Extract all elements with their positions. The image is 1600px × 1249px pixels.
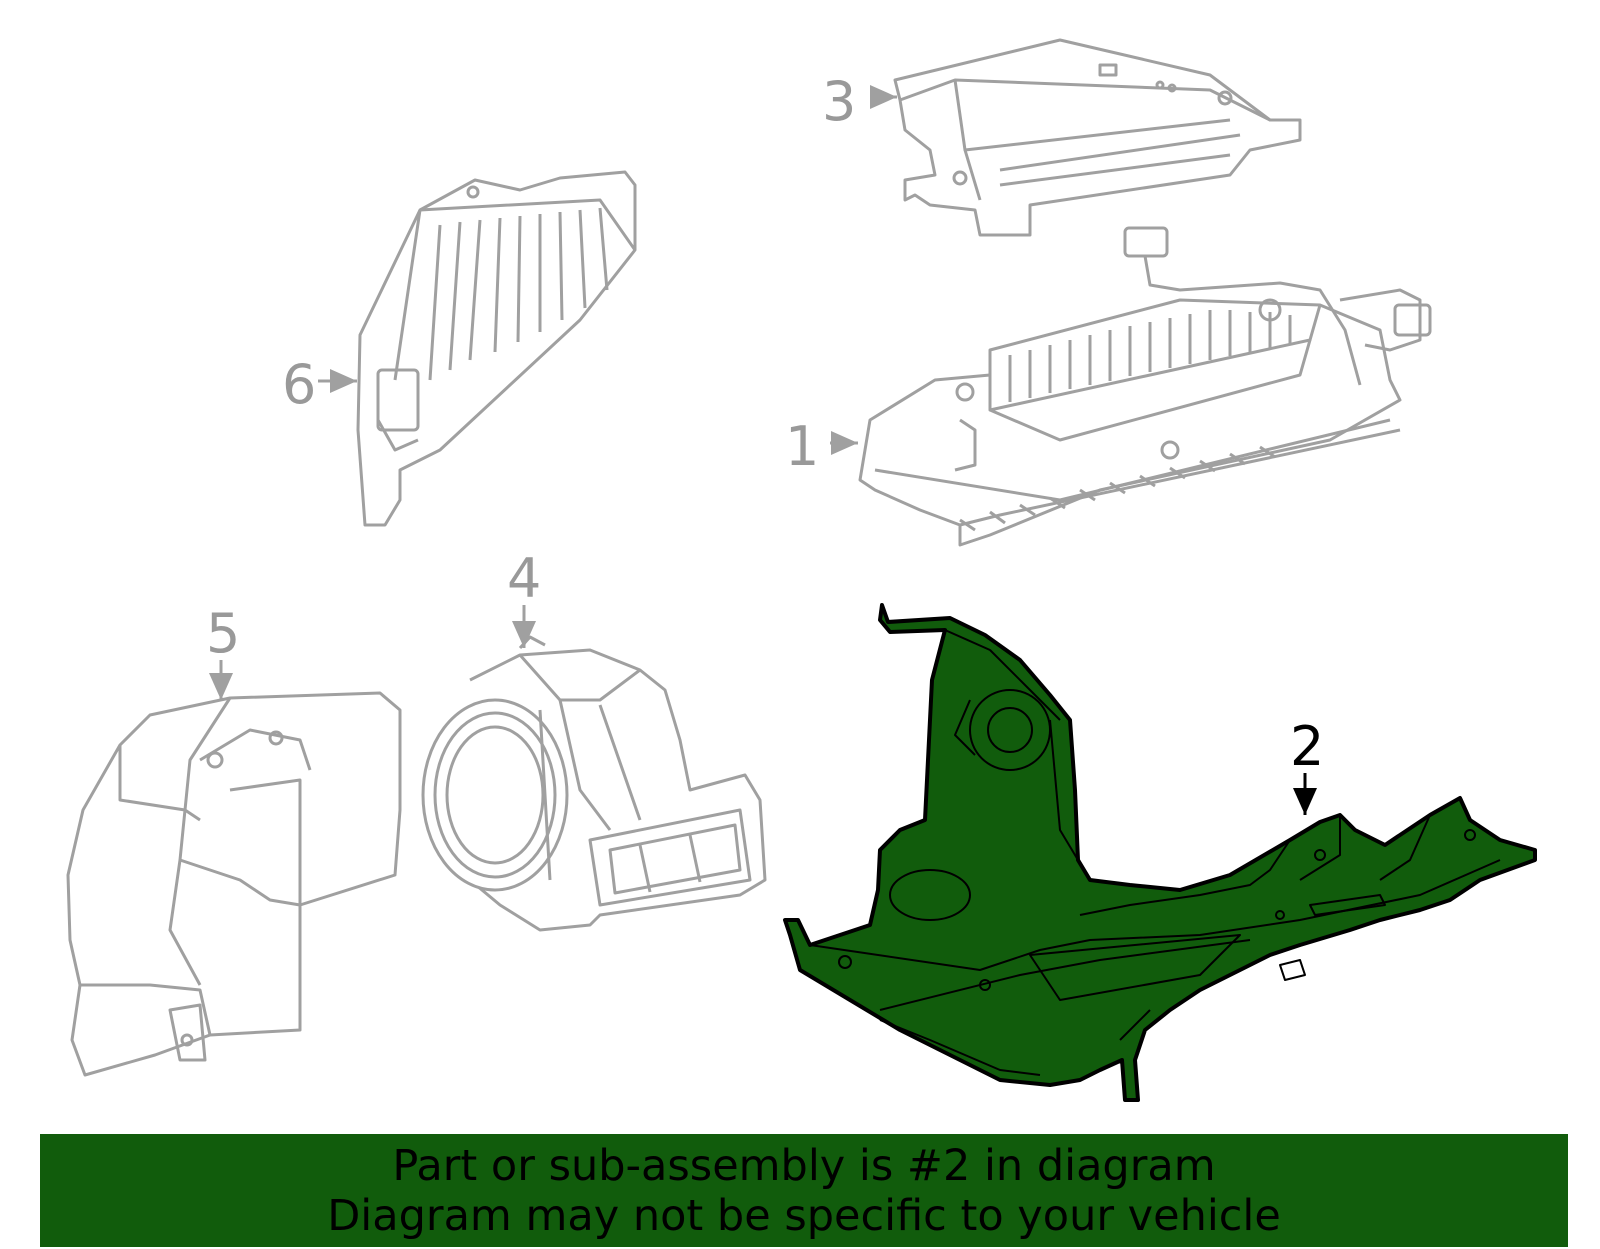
callout-6: 6 — [282, 353, 316, 416]
callout-arrows — [209, 85, 1317, 815]
part-2[interactable] — [783, 603, 1537, 1102]
callout-3: 3 — [822, 70, 856, 133]
caption-line-1: Part or sub-assembly is #2 in diagram — [392, 1140, 1216, 1191]
callout-5: 5 — [206, 602, 240, 665]
caption-bar: Part or sub-assembly is #2 in diagram Di… — [40, 1134, 1568, 1247]
part-3[interactable] — [893, 38, 1302, 237]
part-2-body[interactable] — [783, 603, 1537, 1102]
callout-2: 2 — [1290, 715, 1324, 778]
part-4[interactable] — [421, 635, 767, 932]
caption-line-2: Diagram may not be specific to your vehi… — [327, 1190, 1281, 1241]
callout-1: 1 — [785, 415, 819, 478]
part-5[interactable] — [66, 691, 402, 1077]
parts-diagram: 3 1 6 4 5 2 — [66, 38, 1537, 1102]
callout-4: 4 — [507, 547, 541, 610]
part-1[interactable] — [858, 226, 1432, 547]
callout-labels: 3 1 6 4 5 2 — [206, 70, 1324, 778]
part-6[interactable] — [356, 170, 637, 527]
